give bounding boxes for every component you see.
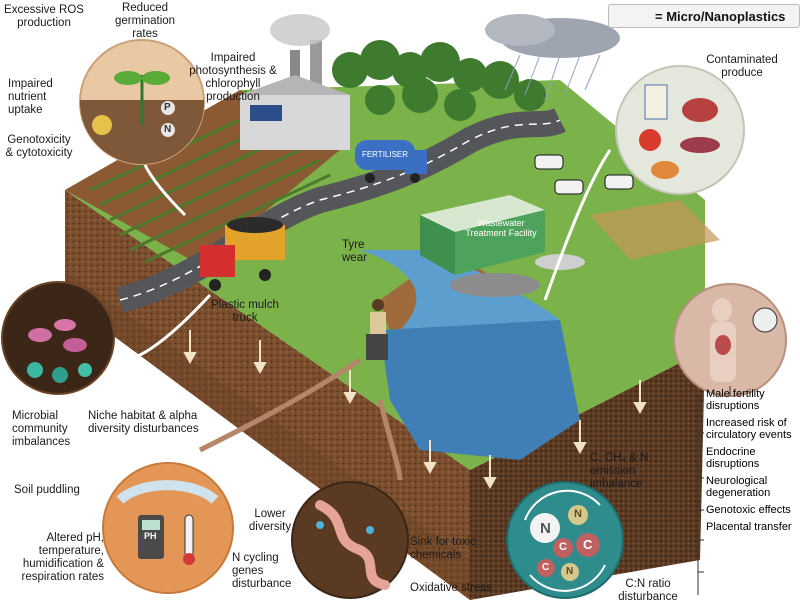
human-circle bbox=[673, 283, 787, 397]
health-effects-list: Male fertility disruptions Increased ris… bbox=[706, 388, 800, 538]
label-niche: Niche habitat & alpha diversity disturba… bbox=[88, 410, 199, 435]
label-mulch-truck: Plastic mulch truck bbox=[211, 299, 279, 324]
microbe-circle bbox=[1, 281, 115, 395]
label-puddling: Soil puddling bbox=[14, 484, 80, 496]
label-tyre-wear: Tyre wear bbox=[342, 239, 367, 264]
farm-animals bbox=[534, 154, 720, 260]
soil-arrow-left bbox=[198, 357, 362, 453]
cn-circle bbox=[506, 481, 624, 599]
label-nutrient: Impaired nutrient uptake bbox=[8, 78, 53, 116]
legend: = Micro/Nanoplastics bbox=[608, 4, 800, 28]
fertiliser-truck bbox=[355, 140, 427, 183]
nitrogen-symbol: N bbox=[164, 124, 172, 135]
factory bbox=[240, 14, 350, 150]
label-germination: Reduced germination rates bbox=[114, 2, 176, 40]
soil-physical-circle bbox=[102, 462, 234, 594]
health-item: Male fertility disruptions bbox=[706, 388, 765, 412]
cn-letter: C bbox=[583, 537, 593, 552]
health-item: Endocrine disruptions bbox=[706, 446, 760, 470]
cn-letter: N bbox=[566, 566, 574, 577]
health-item: Increased risk of circulatory events bbox=[706, 417, 792, 441]
label-lower-diversity: Lower diversity bbox=[248, 508, 292, 533]
legend-label: = Micro/Nanoplastics bbox=[655, 8, 786, 24]
cn-letter: C bbox=[542, 562, 550, 573]
wwtp-sign: Wastewater Treatment Facility bbox=[465, 218, 537, 238]
label-microbial: Microbial community imbalances bbox=[12, 410, 71, 448]
infiltration-arrows bbox=[183, 330, 647, 490]
label-genotoxicity: Genotoxicity & cytotoxicity bbox=[5, 134, 73, 159]
label-photosynthesis: Impaired photosynthesis & chlorophyll pr… bbox=[189, 52, 277, 103]
phosphorus-symbol: P bbox=[164, 102, 171, 113]
label-ros: Excessive ROS production bbox=[4, 4, 84, 29]
health-bracket bbox=[697, 386, 731, 595]
soil-arrow-mid bbox=[377, 399, 403, 481]
label-sink: Sink for toxic chemicals bbox=[410, 536, 476, 561]
cn-letter: C bbox=[559, 541, 567, 553]
cn-letter: N bbox=[540, 520, 551, 537]
produce-circle bbox=[615, 65, 745, 195]
water-cross-section bbox=[380, 320, 580, 460]
label-contaminated-produce: Contaminated produce bbox=[706, 54, 778, 79]
person-fishing bbox=[366, 299, 388, 360]
cn-letter: N bbox=[574, 508, 582, 520]
health-item: Neurological degeneration bbox=[706, 475, 771, 499]
forest bbox=[332, 40, 546, 121]
mulch-truck bbox=[200, 217, 285, 291]
label-n-cycling: N cycling genes disturbance bbox=[232, 552, 292, 590]
label-cn-ratio: C:N ratio disturbance bbox=[618, 578, 678, 603]
health-item: Placental transfer bbox=[706, 521, 792, 533]
label-oxidative: Oxidative stress bbox=[410, 582, 492, 594]
fertiliser-sign: FERTILISER bbox=[361, 150, 409, 159]
rain-cloud bbox=[485, 14, 620, 101]
worm-circle bbox=[291, 481, 409, 599]
health-item: Genotoxic effects bbox=[706, 504, 791, 516]
label-emission: C, CH₄ & N emission imbalance bbox=[590, 452, 649, 490]
ph-meter-label: PH bbox=[144, 531, 157, 541]
crop-rows bbox=[89, 118, 331, 264]
label-altered: Altered pH, temperature, humidification … bbox=[21, 532, 104, 583]
